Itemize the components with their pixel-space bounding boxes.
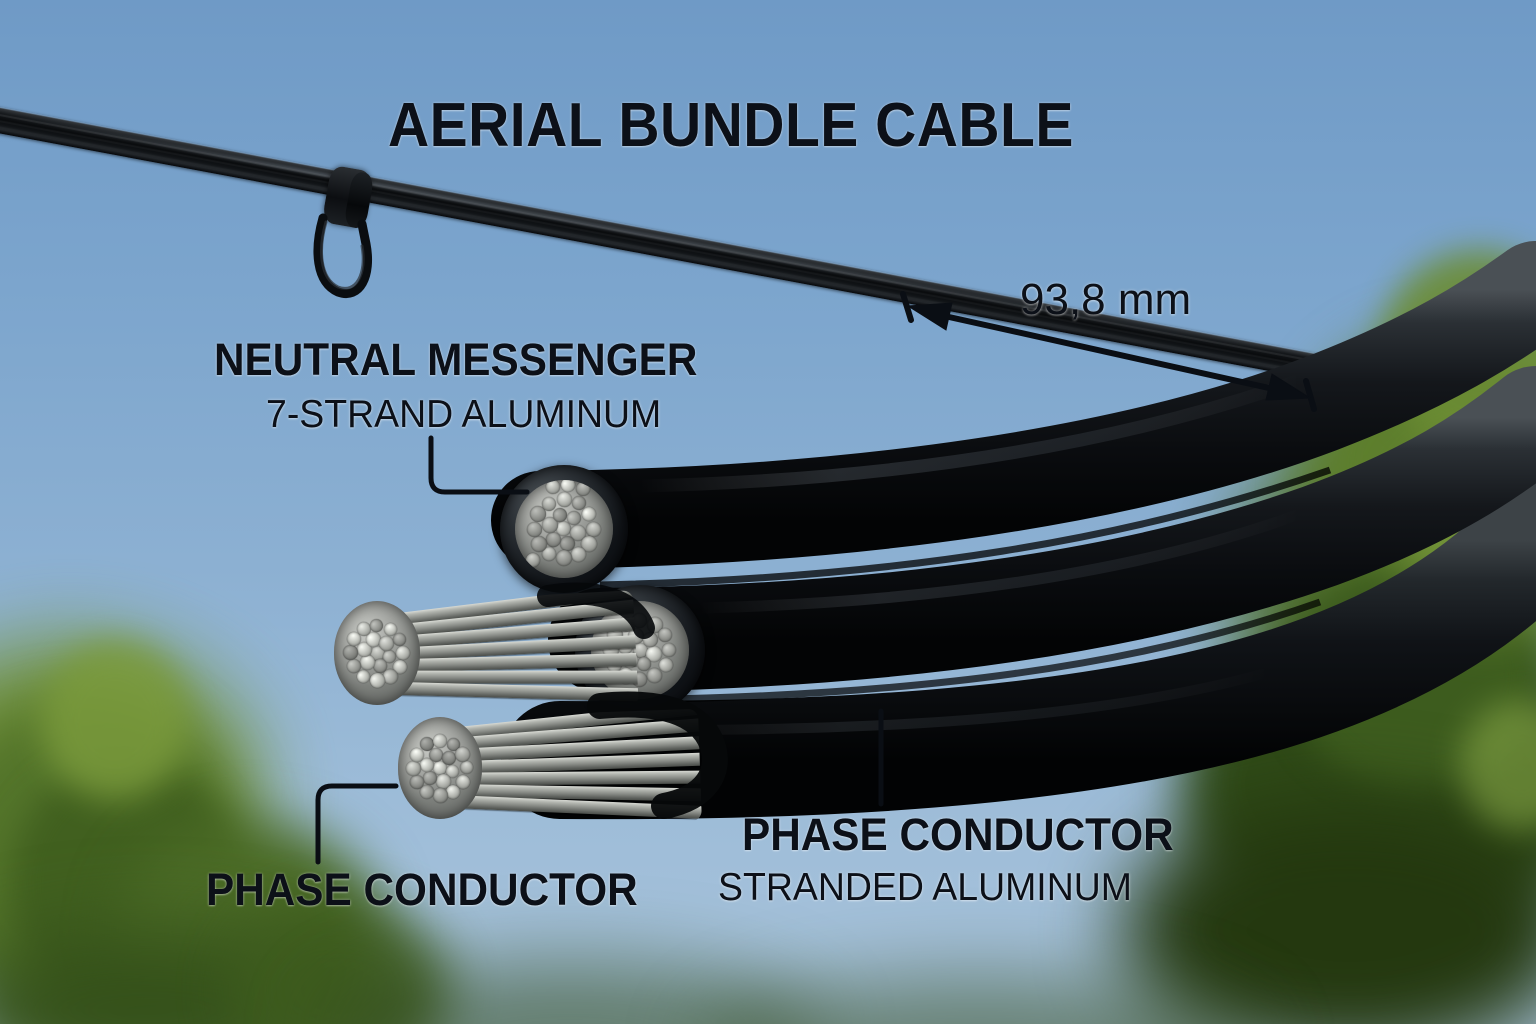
cable-clamp (313, 163, 381, 234)
label-neutral-messenger-primary: NEUTRAL MESSENGER (214, 337, 697, 382)
label-phase-conductor-right-secondary: STRANDED ALUMINUM (718, 868, 1132, 907)
strand-bundle-upper-face (334, 601, 420, 705)
dimension-label: 93,8 mm (1020, 278, 1191, 322)
neutral-messenger-cut-end (500, 465, 710, 600)
label-neutral-messenger-secondary: 7-STRAND ALUMINUM (266, 395, 661, 434)
strand-bundle-lower-face (398, 717, 482, 819)
label-phase-conductor-right-primary: PHASE CONDUCTOR (742, 812, 1174, 857)
page-title: AERIAL BUNDLE CABLE (388, 95, 1074, 157)
label-phase-conductor-left: PHASE CONDUCTOR (206, 867, 638, 912)
